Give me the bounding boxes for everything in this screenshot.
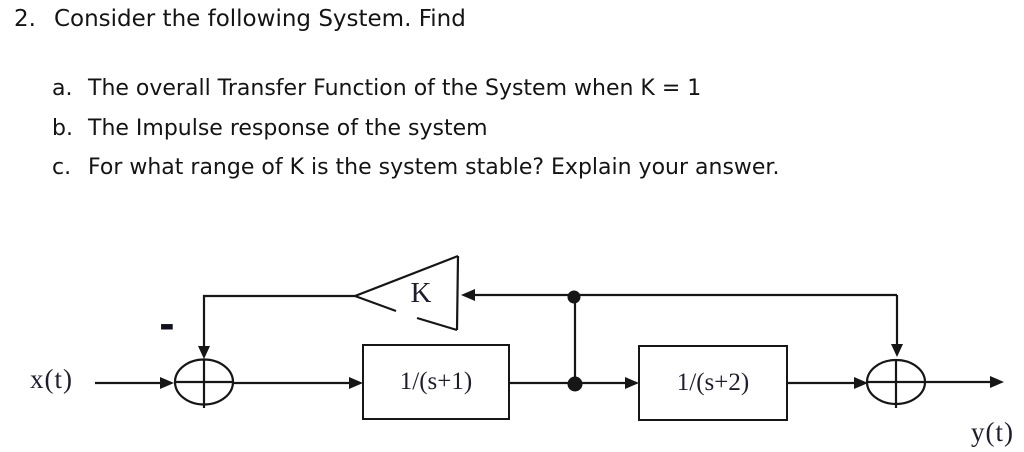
list-item-b: b. The Impulse response of the system — [52, 116, 488, 141]
feedback-path-line — [202, 294, 355, 347]
feedback-arrowhead — [198, 346, 210, 359]
list-item-a: a. The overall Transfer Function of the … — [52, 76, 701, 101]
output-signal-label: y(t) — [971, 417, 1014, 447]
junction2-top-arrowhead — [891, 344, 903, 357]
gain-triangle-top-edge — [354, 254, 459, 298]
item-b-label: b. — [52, 116, 73, 141]
input-signal-label: x(t) — [30, 364, 73, 394]
item-b-text: The Impulse response of the system — [88, 116, 488, 141]
block1-input-arrowhead — [349, 377, 363, 389]
block1-label: 1/(s+1) — [399, 368, 473, 395]
item-a-label: a. — [52, 76, 73, 101]
minus-sign: - — [159, 303, 175, 347]
block2-label: 1/(s+2) — [676, 369, 750, 396]
gain-triangle-bottom-edge-left — [354, 294, 397, 313]
input-arrowhead — [160, 377, 174, 389]
problem-number: 2. — [14, 6, 36, 32]
transfer-function-block-2: 1/(s+2) — [638, 345, 788, 421]
gain-label: K — [410, 277, 432, 309]
problem-title: Consider the following System. Find — [53, 6, 466, 32]
list-item-c: c. For what range of K is the system sta… — [52, 155, 779, 180]
output-arrowhead — [990, 376, 1004, 388]
gain-triangle-bottom-edge-right — [416, 316, 458, 332]
gain-triangle-right-edge — [455, 255, 460, 331]
pickoff-dot-main — [567, 376, 583, 392]
item-c-label: c. — [52, 155, 72, 180]
item-c-text: For what range of K is the system stable… — [88, 155, 780, 180]
gain-input-arrowhead — [461, 289, 475, 301]
problem-title-row: 2. Consider the following System. Find — [14, 6, 466, 32]
junction2-input-arrowhead — [854, 377, 868, 389]
item-a-text: The overall Transfer Function of the Sys… — [88, 76, 702, 101]
block2-input-arrowhead — [625, 377, 639, 389]
transfer-function-block-1: 1/(s+1) — [362, 344, 510, 420]
pickoff-dot-top — [567, 290, 581, 304]
